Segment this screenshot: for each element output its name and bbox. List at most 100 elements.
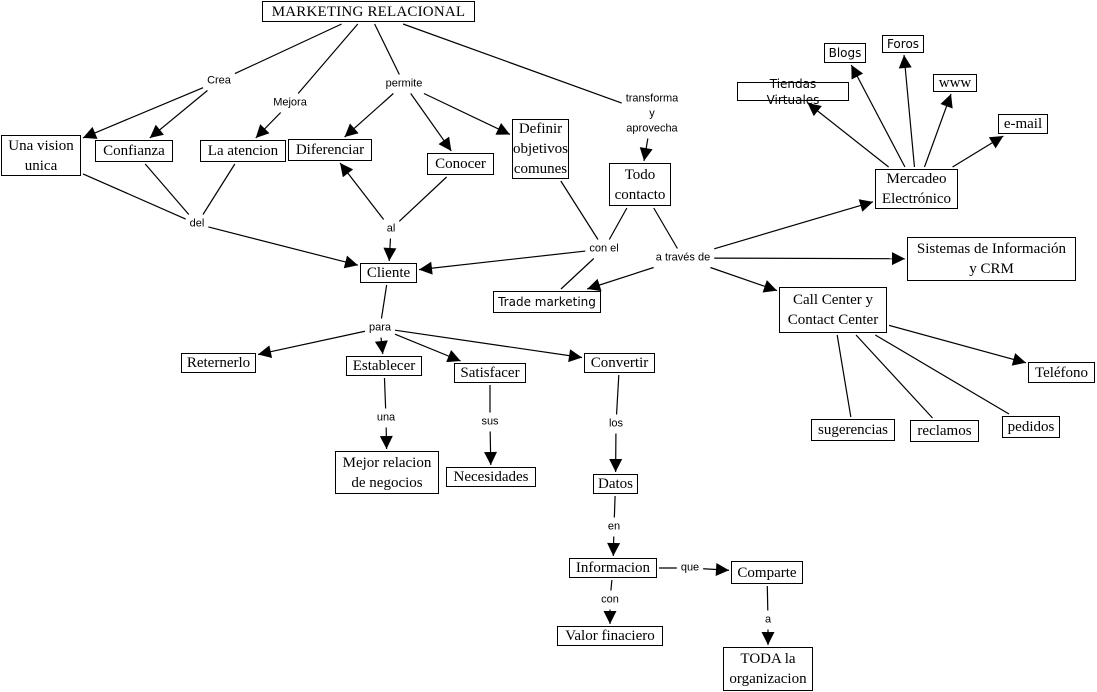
connection-mercadeo-to-blogs bbox=[850, 64, 906, 168]
node-necesidades[interactable]: Necesidades bbox=[446, 467, 536, 487]
connection-mercadeo-to-foros bbox=[903, 54, 916, 168]
node-call-center[interactable]: Call Center y Contact Center bbox=[779, 287, 887, 333]
link-label-con-el: con el bbox=[587, 241, 621, 257]
node-reclamos[interactable]: reclamos bbox=[910, 420, 979, 442]
connection-marketing-to-permite bbox=[374, 23, 400, 75]
node-marketing-relacional[interactable]: MARKETING RELACIONAL bbox=[262, 1, 475, 22]
arrowhead-para-to-convertir bbox=[568, 349, 582, 363]
link-label-los: los bbox=[606, 416, 626, 432]
arrowhead-para-to-satisfacer bbox=[446, 350, 461, 363]
link-label-permite: permite bbox=[383, 76, 425, 92]
connection-trade-to-conel bbox=[560, 258, 595, 290]
node-telefono[interactable]: Teléfono bbox=[1028, 362, 1095, 383]
connection-informacion-to-con bbox=[610, 579, 613, 591]
arrowhead-sus-to-necesidades bbox=[484, 451, 498, 465]
node-establecer[interactable]: Establecer bbox=[346, 356, 422, 376]
link-label-que: que bbox=[678, 560, 702, 576]
connection-marketing-to-crea bbox=[234, 23, 342, 75]
connection-callcenter-to-telefono bbox=[888, 324, 1027, 364]
node-mejor-relacion-negocios[interactable]: Mejor relacion de negocios bbox=[335, 451, 439, 494]
node-confianza[interactable]: Confianza bbox=[95, 140, 173, 162]
arrowhead-permite-to-conocer bbox=[438, 136, 452, 151]
arrowhead-atraves-to-mercadeo bbox=[858, 199, 873, 212]
link-label-sus: sus bbox=[479, 414, 501, 430]
link-label-transforma-y-aprovecha: transforma y aprovecha bbox=[623, 91, 681, 137]
node-convertir[interactable]: Convertir bbox=[584, 353, 655, 373]
arrowhead-atraves-to-trade bbox=[587, 278, 602, 292]
arrowhead-del-to-cliente bbox=[343, 255, 358, 269]
node-toda-la-organizacion[interactable]: TODA la organizacion bbox=[723, 647, 813, 691]
arrowhead-conel-to-cliente bbox=[419, 261, 433, 275]
arrowhead-para-to-reternerlo bbox=[258, 345, 273, 359]
connection-mercadeo-to-tiendas bbox=[807, 102, 890, 168]
connection-comparte-to-a bbox=[766, 585, 769, 611]
node-una-vision-unica[interactable]: Una vision unica bbox=[1, 135, 81, 176]
arrowhead-mercadeo-to-email bbox=[988, 136, 1004, 149]
link-label-con: con bbox=[599, 592, 621, 608]
arrowhead-los-to-datos bbox=[609, 458, 623, 472]
node-definir-objetivos-comunes[interactable]: Definir objetivos comunes bbox=[512, 119, 569, 179]
node-e-mail[interactable]: e-mail bbox=[998, 114, 1048, 134]
node-la-atencion[interactable]: La atencion bbox=[200, 140, 286, 162]
connection-todo-to-atraves bbox=[653, 207, 678, 249]
link-label-del: del bbox=[187, 216, 207, 232]
arrowhead-mercadeo-to-www bbox=[940, 94, 953, 109]
node-comparte[interactable]: Comparte bbox=[731, 561, 803, 584]
connection-vision-to-del bbox=[82, 173, 186, 220]
node-diferenciar[interactable]: Diferenciar bbox=[288, 139, 372, 161]
arrowhead-mercadeo-to-foros bbox=[898, 55, 912, 69]
arrowhead-mercadeo-to-blogs bbox=[851, 65, 864, 80]
node-foros[interactable]: Foros bbox=[882, 35, 924, 53]
arrowhead-una-to-mejor bbox=[379, 435, 393, 449]
connection-para-to-reternerlo bbox=[257, 330, 366, 356]
node-satisfacer[interactable]: Satisfacer bbox=[454, 363, 526, 383]
node-informacion[interactable]: Informacion bbox=[569, 558, 657, 578]
arrowhead-para-to-establecer bbox=[374, 340, 388, 354]
arrowhead-en-to-informacion bbox=[607, 542, 621, 556]
node-cliente[interactable]: Cliente bbox=[360, 263, 417, 283]
node-todo-contacto[interactable]: Todo contacto bbox=[609, 163, 671, 206]
link-label-crea: Crea bbox=[205, 73, 233, 89]
arrowhead-que-to-comparte bbox=[715, 563, 729, 577]
arrowhead-mejora-to-atencion bbox=[255, 124, 270, 138]
connection-datos-to-en bbox=[613, 495, 616, 518]
connection-confianza-to-del bbox=[144, 163, 190, 215]
arrowhead-permite-to-definir bbox=[495, 123, 510, 135]
node-tiendas-virtuales[interactable]: Tiendas Virtuales bbox=[737, 77, 849, 107]
node-datos[interactable]: Datos bbox=[593, 474, 638, 494]
connection-conocer-to-al bbox=[398, 176, 448, 222]
node-sugerencias[interactable]: sugerencias bbox=[811, 419, 895, 441]
arrowhead-con-to-valor bbox=[603, 611, 617, 624]
arrowhead-mercadeo-to-tiendas bbox=[807, 103, 822, 117]
arrowhead-crea-to-confianza bbox=[149, 124, 164, 138]
connection-atencion-to-del bbox=[202, 163, 236, 215]
connection-definir-to-conel bbox=[560, 180, 599, 240]
link-label-a: a bbox=[762, 612, 774, 628]
node-mercadeo-electronico[interactable]: Mercadeo Electrónico bbox=[875, 169, 958, 209]
arrowhead-al-to-diferenciar bbox=[340, 163, 354, 178]
node-trade-marketing[interactable]: Trade marketing bbox=[493, 291, 601, 313]
connection-cliente-to-para bbox=[380, 284, 388, 319]
node-reternerlo[interactable]: Reternerlo bbox=[181, 353, 256, 373]
arrowhead-callcenter-to-telefono bbox=[1011, 353, 1026, 366]
arrowhead-crea-to-vision bbox=[83, 126, 98, 139]
connection-callcenter-to-pedidos bbox=[875, 334, 1010, 415]
connection-permite-to-definir bbox=[423, 92, 511, 136]
arrowhead-a-to-toda bbox=[761, 632, 775, 645]
connection-todo-to-conel bbox=[608, 207, 628, 240]
connection-callcenter-to-reclamos bbox=[855, 334, 933, 419]
node-conocer[interactable]: Conocer bbox=[427, 153, 494, 175]
link-label-mejora: Mejora bbox=[271, 95, 309, 111]
node-sistemas-informacion-crm[interactable]: Sistemas de Información y CRM bbox=[907, 237, 1076, 281]
node-blogs[interactable]: Blogs bbox=[824, 43, 866, 63]
connection-establecer-to-una bbox=[383, 377, 387, 409]
arrowhead-atraves-to-sistemas bbox=[891, 252, 905, 266]
node-www[interactable]: www bbox=[933, 74, 977, 92]
connection-convertir-to-los bbox=[615, 374, 620, 415]
connection-atraves-to-sistemas bbox=[714, 257, 906, 260]
node-valor-financiero[interactable]: Valor finaciero bbox=[557, 626, 663, 646]
node-pedidos[interactable]: pedidos bbox=[1002, 416, 1060, 438]
connection-conel-to-cliente bbox=[418, 250, 586, 271]
arrowhead-atraves-to-callcenter bbox=[762, 280, 777, 293]
